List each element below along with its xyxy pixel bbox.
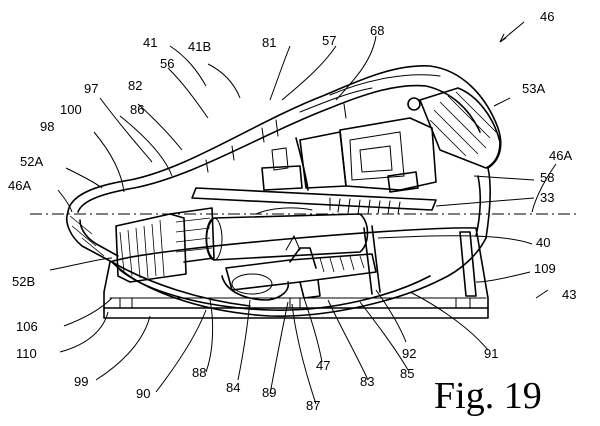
label-87: 87 [306,398,320,413]
label-57: 57 [322,33,336,48]
leader-lines [49,21,557,405]
label-68: 68 [370,23,384,38]
label-46A-left: 46A [8,178,31,193]
label-52A: 52A [20,154,43,169]
label-82: 82 [128,78,142,93]
label-98: 98 [40,119,54,134]
upper-shell-outer [67,65,502,213]
label-88: 88 [192,365,206,380]
label-109: 109 [534,261,556,276]
label-52B: 52B [12,274,35,289]
label-53A: 53A [522,81,545,96]
label-89: 89 [262,385,276,400]
label-33: 33 [540,190,554,205]
label-47: 47 [316,358,330,373]
label-110: 110 [16,346,37,361]
label-84: 84 [226,380,240,395]
front-nose [419,87,501,169]
label-41B: 41B [188,39,211,54]
circuit-board [191,187,437,211]
reference-labels: 46 41 41B 81 57 68 56 97 82 53A 100 86 9… [8,9,576,417]
battery-block [115,213,187,283]
label-100: 100 [60,102,82,117]
drawing-geometry [66,65,502,319]
label-86: 86 [130,102,144,117]
label-46: 46 [540,9,554,24]
label-41: 41 [143,35,157,50]
label-91: 91 [484,346,498,361]
label-40: 40 [536,235,550,250]
right-shell-wall [485,167,491,239]
label-85: 85 [400,366,414,381]
label-106: 106 [16,319,38,334]
label-97: 97 [84,81,98,96]
lower-body [111,237,487,317]
label-43: 43 [562,287,576,302]
label-81: 81 [262,35,276,50]
label-56: 56 [160,56,174,71]
cylinder [205,213,369,261]
label-58: 58 [540,170,554,185]
upper-shell-inner [77,84,481,213]
label-90: 90 [136,386,150,401]
left-shell-wall [66,211,251,307]
base-plate [103,227,489,319]
label-46A-right: 46A [549,148,572,163]
label-83: 83 [360,374,374,389]
figure-caption: Fig. 19 [434,375,542,417]
label-99: 99 [74,374,88,389]
label-92: 92 [402,346,416,361]
